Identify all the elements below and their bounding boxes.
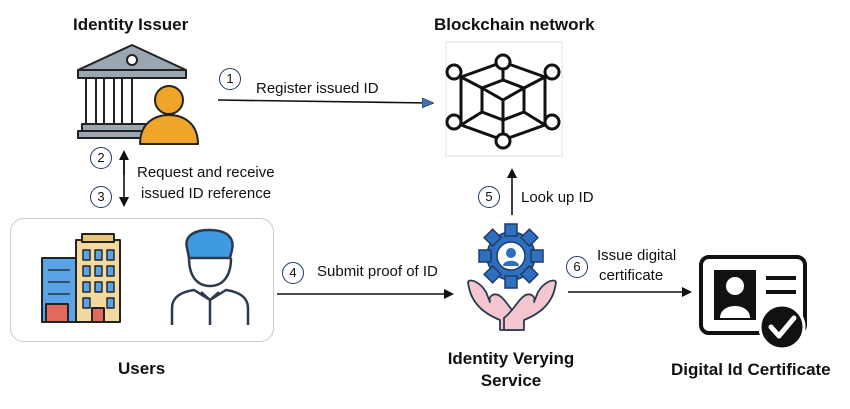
step-badge-2: 2	[90, 147, 112, 169]
step-2-label: Request and receive	[137, 164, 275, 181]
verifier-title-line1: Identity Verying	[447, 349, 575, 368]
digital-id-certificate-title: Digital Id Certificate	[671, 360, 831, 379]
step-6-label-line1: Issue digital	[597, 247, 677, 264]
step-badge-4: 4	[282, 262, 304, 284]
step-6-label-line2: certificate	[599, 267, 664, 284]
bank-with-person-icon	[77, 44, 199, 145]
step-badge-5: 5	[478, 186, 500, 208]
identity-verifying-service-title: Identity Verying Service	[440, 348, 582, 392]
step-badge-1: 1	[219, 68, 241, 90]
office-building-icon	[41, 233, 121, 323]
step-badge-3: 3	[90, 186, 112, 208]
step-3-label: issued ID reference	[141, 185, 272, 202]
identity-issuer-title: Identity Issuer	[73, 15, 189, 34]
network-cube-icon	[445, 41, 563, 157]
arrow-register-id	[217, 100, 432, 103]
user-person-icon	[170, 228, 250, 325]
gear-hands-icon	[467, 223, 557, 331]
id-card-check-icon	[699, 255, 807, 351]
step-1-label: Register issued ID	[256, 80, 379, 97]
step-5-label: Look up ID	[521, 189, 594, 206]
step-badge-6: 6	[566, 256, 588, 278]
users-title: Users	[118, 359, 166, 378]
step-4-label: Submit proof of ID	[317, 263, 438, 280]
blockchain-network-title: Blockchain network	[434, 15, 595, 34]
verifier-title-line2: Service	[480, 371, 542, 390]
